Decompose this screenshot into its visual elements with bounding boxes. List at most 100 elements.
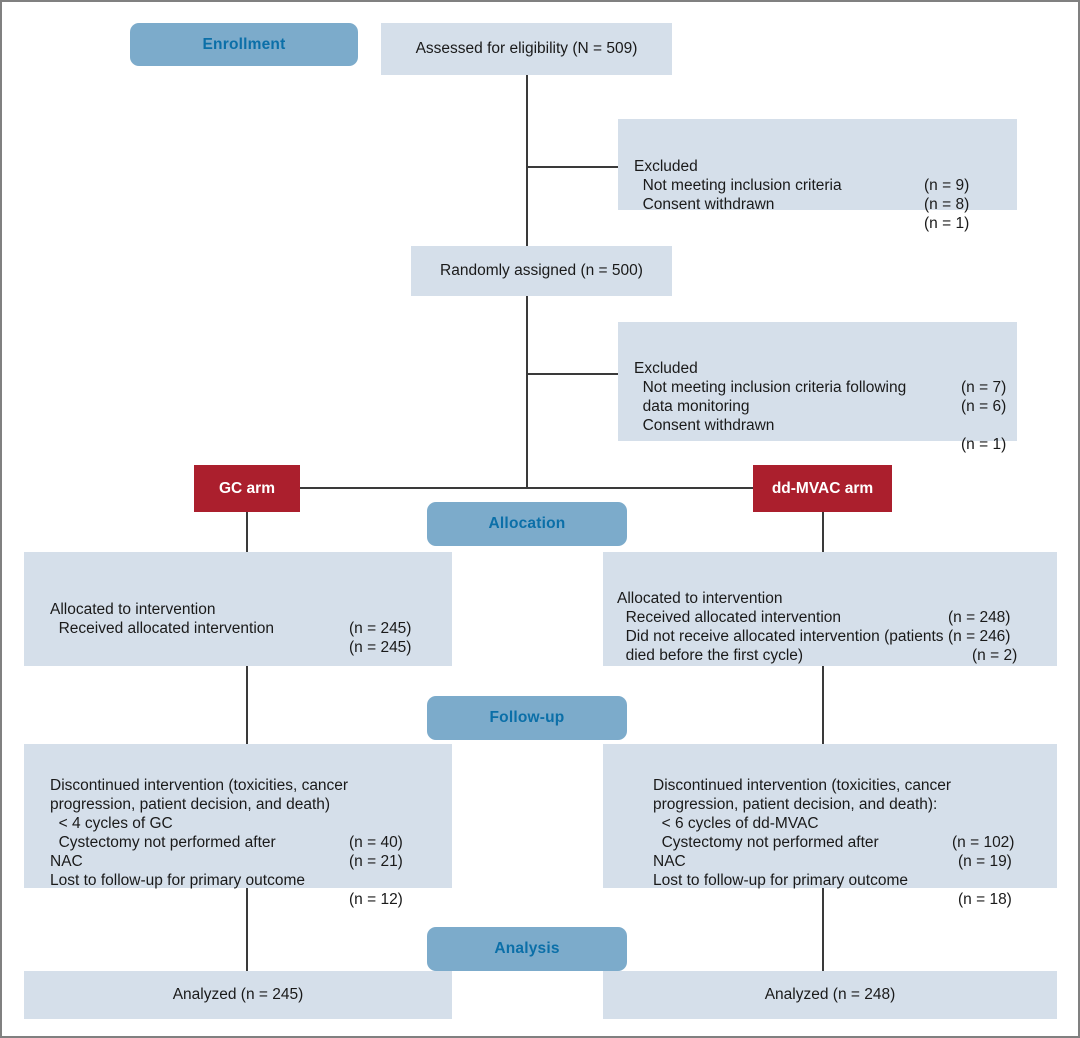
connector-followup-ddmvac-to-analysis: [822, 888, 824, 971]
followup-gc-row-4-label: NAC: [50, 853, 83, 870]
followup-gc-row-3-count: (n = 21): [349, 853, 403, 870]
node-excluded-2: Excluded (n = 7) Not meeting inclusion c…: [618, 322, 1017, 453]
excluded-1-row-0-label: Excluded: [634, 158, 698, 175]
followup-gc-row-1: progression, patient decision, and death…: [50, 776, 440, 852]
excluded-2-row-3: Consent withdrawn (n = 1): [634, 397, 1007, 473]
allocation-ddmvac-row-0-label: Allocated to intervention: [617, 590, 783, 607]
connector-allocation-gc-to-followup: [246, 666, 248, 744]
excluded-1-row-0: Excluded (n = 9): [634, 138, 1001, 214]
followup-gc-row-0-label: Discontinued intervention (toxicities, c…: [50, 777, 349, 794]
node-analyzed-gc-text: Analyzed (n = 245): [172, 986, 304, 1003]
node-allocation-dd-mvac: Allocated to intervention (n = 248) Rece…: [603, 552, 1057, 666]
stage-pill-allocation-label: Allocation: [488, 515, 566, 532]
allocation-ddmvac-row-0: Allocated to intervention (n = 248): [617, 570, 1043, 646]
followup-ddmvac-row-3-count: (n = 19): [958, 853, 1012, 870]
node-followup-gc: Discontinued intervention (toxicities, c…: [24, 744, 452, 908]
excluded-2-row-3-count: (n = 1): [961, 436, 1007, 453]
node-analyzed-dd-mvac-text: Analyzed (n = 248): [764, 986, 896, 1003]
arm-box-dd-mvac: dd-MVAC arm: [753, 465, 892, 512]
connector-followup-gc-to-analysis: [246, 888, 248, 971]
allocation-ddmvac-row-1-label: Received allocated intervention: [617, 609, 842, 626]
allocation-ddmvac-row-1-count: (n = 246): [948, 628, 1011, 645]
node-excluded-1: Excluded (n = 9) Not meeting inclusion c…: [618, 119, 1017, 232]
allocation-ddmvac-row-1: Received allocated intervention (n = 246…: [617, 589, 1043, 665]
allocation-ddmvac-row-2-label: Did not receive allocated intervention (…: [617, 628, 944, 645]
arm-box-gc-label: GC arm: [219, 479, 275, 497]
followup-gc-row-2-count: (n = 40): [349, 834, 403, 851]
stage-pill-analysis-label: Analysis: [494, 940, 560, 957]
allocation-ddmvac-row-0-count: (n = 248): [948, 609, 1011, 626]
followup-gc-row-3-label: Cystectomy not performed after: [50, 834, 276, 851]
node-followup-dd-mvac: Discontinued intervention (toxicities, c…: [603, 744, 1057, 908]
followup-gc-row-5-label: Lost to follow-up for primary outcome: [50, 872, 305, 889]
allocation-gc-row-0: Allocated to intervention (n = 245): [50, 581, 440, 657]
node-allocation-gc: Allocated to intervention (n = 245) Rece…: [24, 552, 452, 666]
connector-arm-split: [245, 487, 808, 489]
followup-gc-row-1-label: progression, patient decision, and death…: [50, 796, 331, 813]
stage-pill-follow-up: Follow-up: [427, 696, 627, 740]
followup-gc-row-0: Discontinued intervention (toxicities, c…: [50, 757, 440, 833]
connector-to-excluded-1: [526, 166, 618, 168]
excluded-2-row-1-label: Not meeting inclusion criteria following: [634, 379, 907, 396]
excluded-1-row-2-label: Consent withdrawn: [634, 196, 775, 213]
node-randomly-assigned: Randomly assigned (n = 500): [411, 246, 672, 296]
excluded-2-row-0: Excluded (n = 7): [634, 340, 1006, 416]
followup-gc-row-5: Lost to follow-up for primary outcome (n…: [50, 852, 440, 928]
followup-ddmvac-row-5-count: (n = 18): [958, 891, 1012, 908]
node-assessed-for-eligibility-text: Assessed for eligibility (N = 509): [415, 40, 638, 57]
excluded-1-row-1-label: Not meeting inclusion criteria: [634, 177, 842, 194]
arm-box-gc: GC arm: [194, 465, 300, 512]
allocation-gc-row-1: Received allocated intervention (n = 245…: [50, 600, 440, 676]
excluded-2-row-2: data monitoring: [634, 378, 1001, 454]
excluded-1-row-1-count: (n = 8): [924, 196, 970, 213]
node-analyzed-dd-mvac: Analyzed (n = 248): [603, 971, 1057, 1019]
excluded-2-row-1-count: (n = 6): [961, 398, 1007, 415]
stage-pill-allocation: Allocation: [427, 502, 627, 546]
allocation-ddmvac-row-2: Did not receive allocated intervention (…: [617, 608, 1043, 684]
followup-gc-row-2-label: < 4 cycles of GC: [50, 815, 173, 832]
followup-gc-row-5-count: (n = 12): [349, 891, 403, 908]
node-assessed-for-eligibility: Assessed for eligibility (N = 509): [381, 23, 672, 75]
followup-ddmvac-row-5-label: Lost to follow-up for primary outcome: [653, 872, 908, 889]
excluded-1-row-2-count: (n = 1): [924, 215, 970, 232]
followup-ddmvac-row-2-label: < 6 cycles of dd-MVAC: [653, 815, 819, 832]
node-randomly-assigned-text: Randomly assigned (n = 500): [440, 262, 643, 279]
connector-assessed-to-randomized: [526, 75, 528, 246]
connector-to-excluded-2: [526, 373, 618, 375]
connector-randomized-to-arms: [526, 296, 528, 487]
excluded-2-row-3-label: Consent withdrawn: [634, 417, 775, 434]
stage-pill-analysis: Analysis: [427, 927, 627, 971]
followup-gc-row-2: < 4 cycles of GC (n = 40): [50, 795, 440, 871]
excluded-1-row-1: Not meeting inclusion criteria (n = 8): [634, 157, 1001, 233]
stage-pill-enrollment: Enrollment: [130, 23, 358, 66]
excluded-2-row-0-count: (n = 7): [961, 379, 1007, 396]
excluded-2-row-2-label: data monitoring: [634, 398, 750, 415]
followup-ddmvac-row-4: NAC: [653, 833, 1043, 909]
connector-ddmvac-arm-to-allocation: [822, 512, 824, 552]
node-analyzed-gc: Analyzed (n = 245): [24, 971, 452, 1019]
arm-box-dd-mvac-label: dd-MVAC arm: [771, 479, 874, 497]
followup-ddmvac-row-5: Lost to follow-up for primary outcome (n…: [653, 852, 1043, 928]
allocation-gc-row-0-label: Allocated to intervention: [50, 601, 216, 618]
followup-ddmvac-row-2-count: (n = 102): [952, 834, 1015, 851]
allocation-ddmvac-row-3: died before the first cycle): [617, 627, 1043, 703]
excluded-1-row-0-count: (n = 9): [924, 177, 970, 194]
connector-gc-arm-to-allocation: [246, 512, 248, 552]
excluded-1-row-2: Consent withdrawn (n = 1): [634, 176, 1001, 252]
connector-allocation-ddmvac-to-followup: [822, 666, 824, 744]
excluded-2-row-1: Not meeting inclusion criteria following…: [634, 359, 1007, 435]
excluded-2-row-0-label: Excluded: [634, 360, 698, 377]
followup-ddmvac-row-0: Discontinued intervention (toxicities, c…: [653, 757, 1043, 833]
followup-ddmvac-row-2: < 6 cycles of dd-MVAC (n = 102): [653, 795, 1043, 871]
allocation-gc-row-0-count: (n = 245): [349, 620, 412, 637]
allocation-ddmvac-row-3-label: died before the first cycle): [617, 647, 804, 664]
followup-gc-row-4: NAC: [50, 833, 440, 909]
followup-ddmvac-row-3-label: Cystectomy not performed after: [653, 834, 879, 851]
followup-ddmvac-row-1: progression, patient decision, and death…: [653, 776, 1043, 852]
stage-pill-enrollment-label: Enrollment: [202, 35, 286, 53]
followup-ddmvac-row-4-label: NAC: [653, 853, 686, 870]
followup-gc-row-3: Cystectomy not performed after (n = 21): [50, 814, 440, 890]
allocation-gc-row-1-count: (n = 245): [349, 639, 412, 656]
followup-ddmvac-row-1-label: progression, patient decision, and death…: [653, 796, 938, 813]
